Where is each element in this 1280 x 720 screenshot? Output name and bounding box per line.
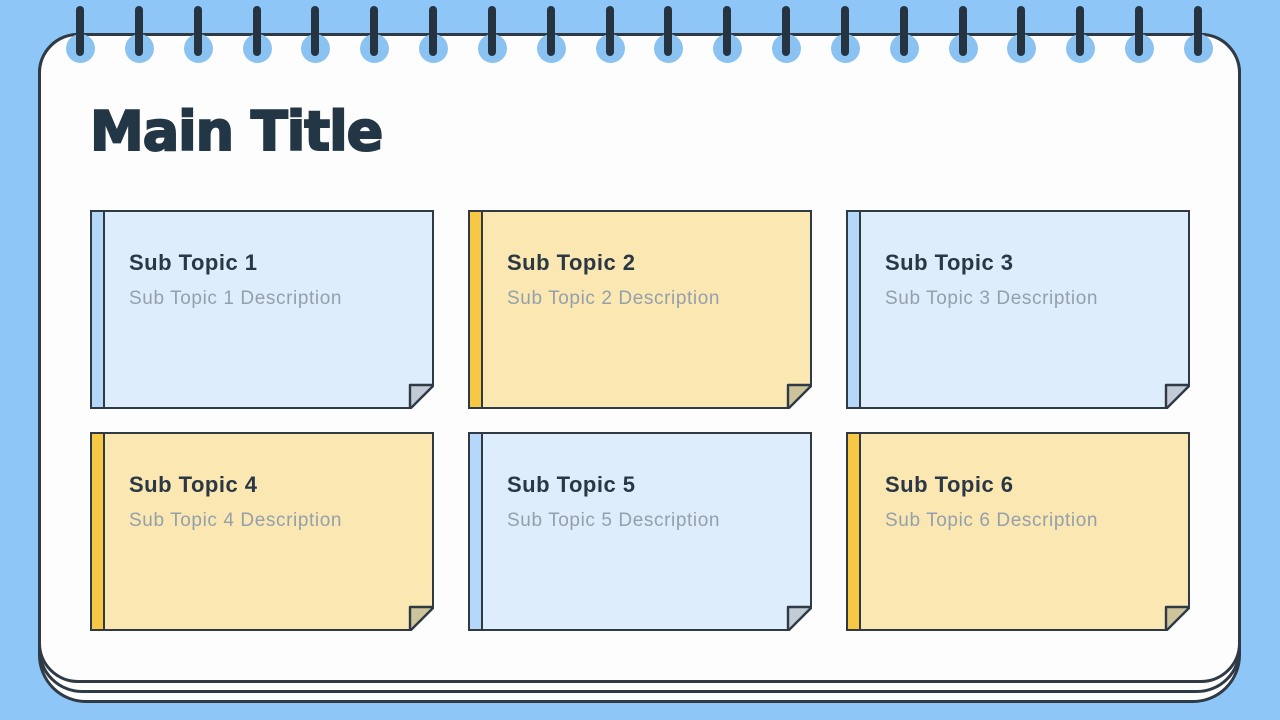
ring-pin-icon [605, 6, 614, 56]
ring-pin-icon [546, 6, 555, 56]
topic-card[interactable]: Sub Topic 6 Sub Topic 6 Description [846, 432, 1190, 631]
ring-pin-icon [840, 6, 849, 56]
folded-corner-icon [1164, 605, 1190, 631]
topic-card[interactable]: Sub Topic 1 Sub Topic 1 Description [90, 210, 434, 409]
card-spine-strip [848, 434, 861, 629]
ring-pin-icon [958, 6, 967, 56]
folded-corner-icon [1164, 383, 1190, 409]
ring-pin-icon [429, 6, 438, 56]
card-spine-strip [470, 434, 483, 629]
card-description: Sub Topic 4 Description [129, 510, 343, 531]
page-title: Main Title [89, 99, 384, 164]
topic-card[interactable]: Sub Topic 4 Sub Topic 4 Description [90, 432, 434, 631]
card-title: Sub Topic 3 [885, 250, 1014, 275]
ring-pin-icon [782, 6, 791, 56]
card-spine-strip [92, 212, 105, 407]
ring-pin-icon [1076, 6, 1085, 56]
ring-pin-icon [1194, 6, 1202, 56]
card-spine-strip [470, 212, 483, 407]
card-spine-strip [92, 434, 105, 629]
cards-grid: Sub Topic 1 Sub Topic 1 Description Sub … [90, 210, 1190, 631]
topic-card[interactable]: Sub Topic 2 Sub Topic 2 Description [468, 210, 812, 409]
ring-pin-icon [1135, 6, 1144, 56]
card-content: Sub Topic 6 Sub Topic 6 Description [885, 472, 1170, 532]
ring-pin-icon [370, 6, 379, 56]
card-content: Sub Topic 1 Sub Topic 1 Description [129, 250, 414, 310]
ring-pin-icon [723, 6, 732, 56]
card-content: Sub Topic 2 Sub Topic 2 Description [507, 250, 792, 310]
card-description: Sub Topic 2 Description [507, 288, 721, 309]
ring-pin-icon [193, 6, 202, 56]
card-title: Sub Topic 1 [129, 250, 258, 275]
card-spine-strip [848, 212, 861, 407]
ring-pin-icon [1017, 6, 1026, 56]
folded-corner-icon [786, 383, 812, 409]
card-title: Sub Topic 6 [885, 472, 1014, 497]
card-title: Sub Topic 2 [507, 250, 636, 275]
topic-card[interactable]: Sub Topic 3 Sub Topic 3 Description [846, 210, 1190, 409]
ring-pin-icon [899, 6, 908, 56]
card-description: Sub Topic 1 Description [129, 288, 343, 309]
ring-pin-icon [134, 6, 143, 56]
topic-card[interactable]: Sub Topic 5 Sub Topic 5 Description [468, 432, 812, 631]
card-description: Sub Topic 3 Description [885, 288, 1099, 309]
ring-pin-icon [664, 6, 673, 56]
folded-corner-icon [408, 605, 434, 631]
card-title: Sub Topic 4 [129, 472, 258, 497]
card-title: Sub Topic 5 [507, 472, 636, 497]
folded-corner-icon [408, 383, 434, 409]
ring-pin-icon [252, 6, 261, 56]
card-content: Sub Topic 5 Sub Topic 5 Description [507, 472, 792, 532]
card-description: Sub Topic 6 Description [885, 510, 1099, 531]
card-description: Sub Topic 5 Description [507, 510, 721, 531]
ring-pin-icon [76, 6, 84, 56]
card-content: Sub Topic 3 Sub Topic 3 Description [885, 250, 1170, 310]
ring-pin-icon [487, 6, 496, 56]
ring-pin-icon [311, 6, 320, 56]
card-content: Sub Topic 4 Sub Topic 4 Description [129, 472, 414, 532]
folded-corner-icon [786, 605, 812, 631]
spiral-binding [0, 0, 1280, 70]
